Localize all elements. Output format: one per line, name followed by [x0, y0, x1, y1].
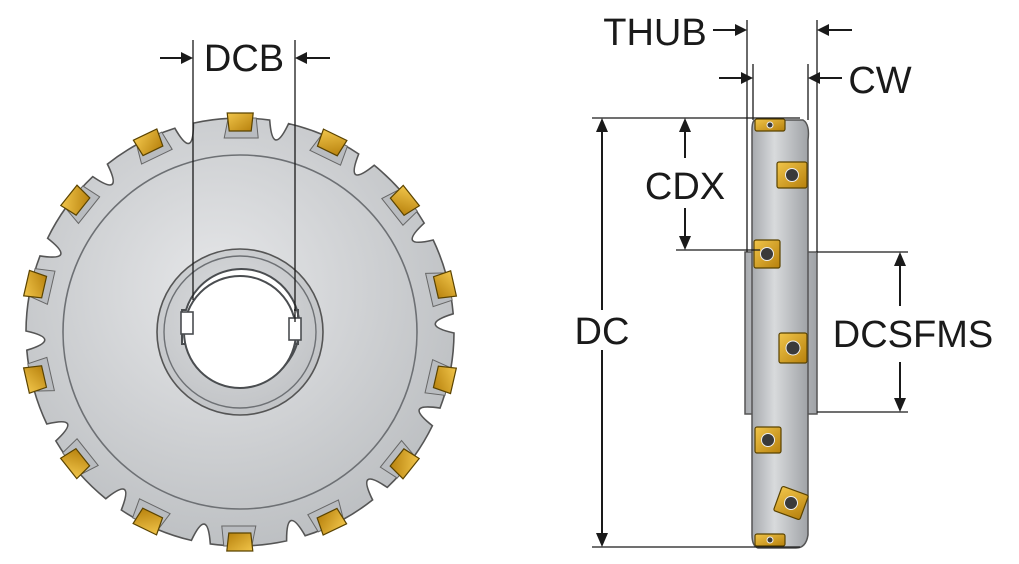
side-insert	[778, 332, 808, 364]
front-insert	[381, 184, 421, 226]
side-insert	[776, 161, 808, 189]
front-insert	[307, 499, 348, 536]
cw-label: CW	[848, 60, 911, 102]
front-insert	[132, 128, 173, 165]
dc-dimension: DC	[575, 117, 800, 548]
front-insert	[379, 439, 421, 480]
side-insert	[753, 239, 781, 269]
side-inserts	[753, 118, 809, 547]
front-insert	[424, 269, 458, 308]
side-insert	[754, 118, 786, 132]
keyway-left	[180, 311, 194, 335]
side-insert	[754, 426, 782, 454]
side-insert	[773, 485, 809, 521]
front-insert	[223, 112, 259, 139]
thub-label: THUB	[603, 12, 706, 54]
cutter-face-ring	[62, 154, 418, 510]
cdx-dimension: CDX	[645, 118, 760, 251]
side-insert	[754, 533, 786, 547]
cdx-label: CDX	[645, 166, 725, 208]
dcsfms-label: DCSFMS	[833, 314, 993, 356]
front-inserts	[22, 112, 458, 552]
front-insert	[221, 525, 257, 552]
front-insert	[59, 184, 101, 225]
thub-dimension: THUB	[603, 12, 852, 252]
front-insert	[22, 356, 56, 395]
dcb-dimension: DCB	[160, 38, 330, 322]
dcb-label: DCB	[204, 38, 284, 80]
side-view	[744, 118, 818, 549]
front-insert	[309, 128, 349, 166]
front-insert	[131, 498, 171, 536]
dcsfms-dimension: DCSFMS	[817, 251, 993, 413]
cw-dimension: CW	[719, 60, 912, 120]
front-insert	[59, 438, 99, 480]
front-insert	[424, 358, 458, 396]
front-view	[22, 112, 458, 552]
bore-hole	[183, 275, 297, 389]
front-insert	[22, 268, 56, 306]
dc-label: DC	[575, 311, 630, 353]
hub-inner-ring	[163, 255, 317, 409]
